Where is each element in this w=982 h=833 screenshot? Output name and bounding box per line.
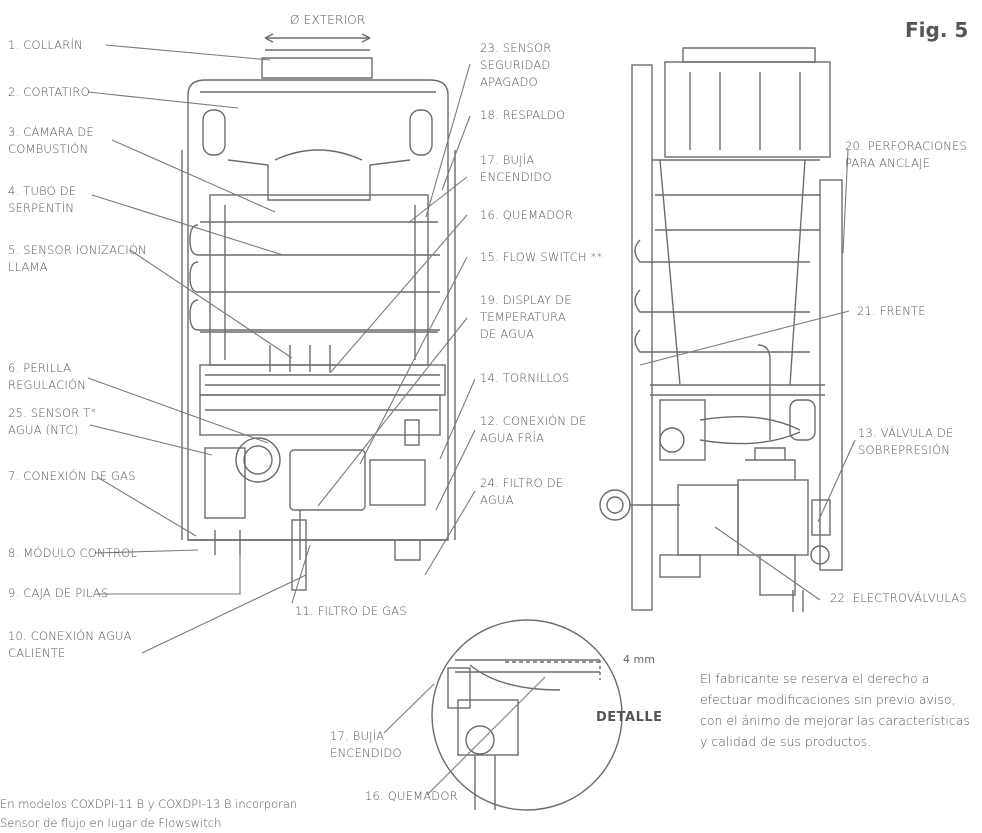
label-caja-pilas: 9. CAJA DE PILAS — [8, 586, 109, 600]
label-flow-switch: 15. FLOW SWITCH ** — [480, 250, 603, 264]
leader-lines — [87, 44, 856, 796]
label-cortatiro: 2. CORTATIRO — [8, 85, 90, 99]
label-sensor-ionizacion: 5. SENSOR IONIZACIÓN LLAMA — [8, 243, 147, 274]
footnote: En modelos COXDPI-11 B y COXDPI-13 B inc… — [0, 797, 298, 830]
detail-gap-label: 4 mm — [623, 653, 655, 666]
label-camara-combustion: 3. CÁMARA DE COMBUSTIÓN — [8, 125, 94, 156]
detail-label-quemador: 16. QUEMADOR — [365, 789, 458, 803]
label-conexion-agua-fria: 12. CONEXIÓN DE AGUA FRÍA — [480, 414, 587, 445]
label-collarin: 1. COLLARÍN — [8, 38, 83, 52]
label-bujia-encendido: 17. BUJÍA ENCENDIDO — [480, 153, 552, 184]
label-electrovalvulas: 22. ELECTROVÁLVULAS — [830, 591, 967, 605]
label-perilla-regulacion: 6. PERILLA REGULACIÓN — [8, 361, 86, 392]
label-filtro-gas: 11. FILTRO DE GAS — [295, 604, 407, 618]
label-tubo-serpentin: 4. TUBO DE SERPENTÍN — [8, 184, 77, 215]
label-conexion-gas: 7. CONEXIÓN DE GAS — [8, 469, 136, 483]
label-sensor-seguridad: 23. SENSOR SEGURIDAD APAGADO — [480, 41, 552, 89]
label-sensor-temperatura: 25. SENSOR T° AGUA (NTC) — [8, 406, 97, 437]
detail-label-bujia: 17. BUJÍA ENCENDIDO — [330, 729, 402, 760]
label-quemador: 16. QUEMADOR — [480, 208, 573, 222]
label-frente: 21. FRENTE — [857, 304, 926, 318]
dimension-label: Ø EXTERIOR — [290, 13, 366, 27]
label-respaldo: 18. RESPALDO — [480, 108, 566, 122]
label-filtro-agua: 24. FILTRO DE AGUA — [480, 476, 564, 507]
disclaimer-note: El fabricante se reserva el derecho a ef… — [700, 671, 970, 749]
label-tornillos: 14. TORNILLOS — [480, 371, 570, 385]
label-conexion-agua-caliente: 10. CONEXIÓN AGUA CALIENTE — [8, 629, 132, 660]
label-valvula-sobrepresion: 13. VÁLVULA DE SOBREPRESIÓN — [858, 426, 954, 457]
label-display-temperatura: 19. DISPLAY DE TEMPERATURA DE AGUA — [480, 293, 572, 341]
detail-view — [431, 619, 623, 811]
label-perforaciones-anclaje: 20. PERFORACIONES PARA ANCLAJE — [845, 139, 968, 170]
detail-label: DETALLE — [596, 710, 663, 725]
side-view — [599, 47, 843, 612]
figure-label: Fig. 5 — [905, 18, 969, 42]
label-modulo-control: 8. MÓDULO CONTROL — [8, 546, 138, 560]
front-view — [181, 49, 456, 591]
